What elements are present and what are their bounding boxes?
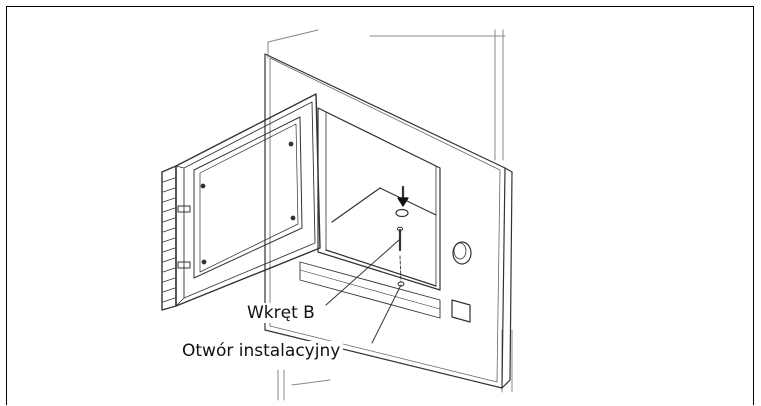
mounting-hole-label: Otwór instalacyjny — [179, 341, 344, 361]
control-panel-button — [451, 299, 471, 323]
cabinet-outline — [267, 29, 513, 401]
screw-leader-line — [325, 239, 400, 306]
figure-frame — [6, 6, 754, 405]
control-knob — [452, 241, 472, 265]
hole-leader-line — [371, 284, 402, 344]
screw-b-label: Wkręt B — [244, 303, 318, 323]
oven-cavity — [299, 107, 441, 319]
mounting-hole — [397, 255, 405, 287]
open-door — [161, 93, 321, 311]
screw-b — [395, 185, 409, 252]
microwave-frame — [264, 53, 513, 389]
